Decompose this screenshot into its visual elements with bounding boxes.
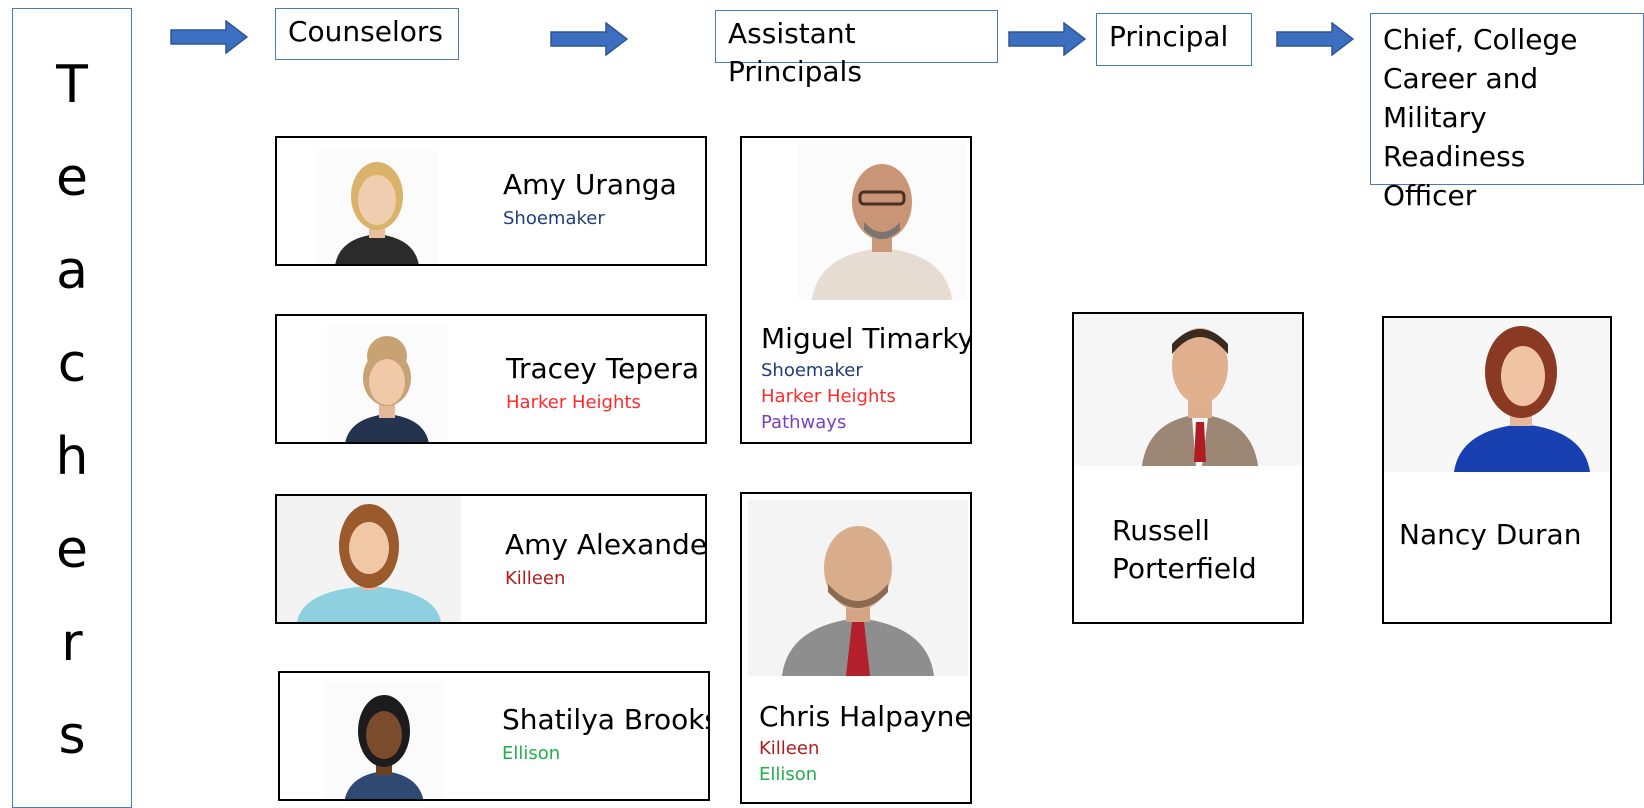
counselor-school: Shoemaker xyxy=(503,208,605,229)
teachers-letter: e xyxy=(56,148,88,208)
assistant-principal-school: Pathways xyxy=(761,412,847,433)
chief-card: Nancy Duran xyxy=(1382,316,1612,624)
chief-name: Nancy Duran xyxy=(1399,518,1582,551)
assistant-principal-school: Killeen xyxy=(759,738,820,759)
chief-header-line: Chief, College xyxy=(1383,23,1578,56)
teachers-letter: a xyxy=(56,241,88,301)
counselors-header: Counselors xyxy=(275,8,459,60)
avatar xyxy=(277,496,461,622)
avatar xyxy=(324,683,444,799)
counselor-school: Killeen xyxy=(505,568,566,589)
arrow-right-icon xyxy=(170,20,248,54)
counselor-card: Amy Uranga Shoemaker xyxy=(275,136,707,266)
chief-header-line: Officer xyxy=(1383,179,1477,212)
arrow-right-icon xyxy=(1008,22,1086,56)
assistant-principal-school: Shoemaker xyxy=(761,360,863,381)
counselor-name: Shatilya Brooks xyxy=(502,703,710,736)
principal-card: Russell Porterfield xyxy=(1072,312,1304,624)
avatar xyxy=(327,326,447,442)
assistant-principal-name: Miguel Timarky xyxy=(761,322,972,355)
arrow-right-icon xyxy=(550,22,628,56)
assistant-principal-name: Chris Halpayne xyxy=(759,700,972,733)
counselor-name: Amy Alexander xyxy=(505,528,707,561)
avatar xyxy=(317,150,437,264)
counselor-card: Shatilya Brooks Ellison xyxy=(278,671,710,801)
teachers-box: T e a c h e r s xyxy=(12,8,132,808)
chief-header-line: Military Readiness xyxy=(1383,101,1526,173)
counselor-card: Tracey Tepera Harker Heights xyxy=(275,314,707,444)
assistant-principal-school: Harker Heights xyxy=(761,386,896,407)
avatar xyxy=(748,500,968,676)
counselor-name: Amy Uranga xyxy=(503,168,677,201)
principal-header: Principal xyxy=(1096,13,1252,66)
counselor-school: Ellison xyxy=(502,743,561,764)
avatar xyxy=(1384,318,1610,472)
teachers-letter: c xyxy=(57,334,87,394)
principal-name-line: Russell xyxy=(1112,514,1210,547)
avatar xyxy=(798,144,966,300)
arrow-right-icon xyxy=(1276,22,1354,56)
assistant-principals-header-label: Assistant Principals xyxy=(728,17,862,88)
assistant-principals-header: Assistant Principals xyxy=(715,10,998,88)
counselor-school: Harker Heights xyxy=(506,392,641,413)
teachers-letter: h xyxy=(55,427,89,487)
teachers-letter: r xyxy=(61,613,83,673)
teachers-letter: T xyxy=(56,55,88,115)
counselor-name: Tracey Tepera xyxy=(506,352,699,385)
chief-header-line: Career and xyxy=(1383,62,1539,95)
assistant-principal-card: Miguel Timarky Shoemaker Harker Heights … xyxy=(740,136,972,444)
counselor-card: Amy Alexander Killeen xyxy=(275,494,707,624)
teachers-letter: e xyxy=(56,520,88,580)
assistant-principal-card: Chris Halpayne Killeen Ellison xyxy=(740,492,972,804)
assistant-principal-school: Ellison xyxy=(759,764,818,785)
avatar xyxy=(1074,314,1302,466)
teachers-letter: s xyxy=(58,706,86,766)
counselors-header-label: Counselors xyxy=(288,15,443,48)
principal-name-line: Porterfield xyxy=(1112,552,1257,585)
chief-header: Chief, College Career and Military Readi… xyxy=(1370,13,1644,212)
principal-header-label: Principal xyxy=(1109,20,1229,53)
